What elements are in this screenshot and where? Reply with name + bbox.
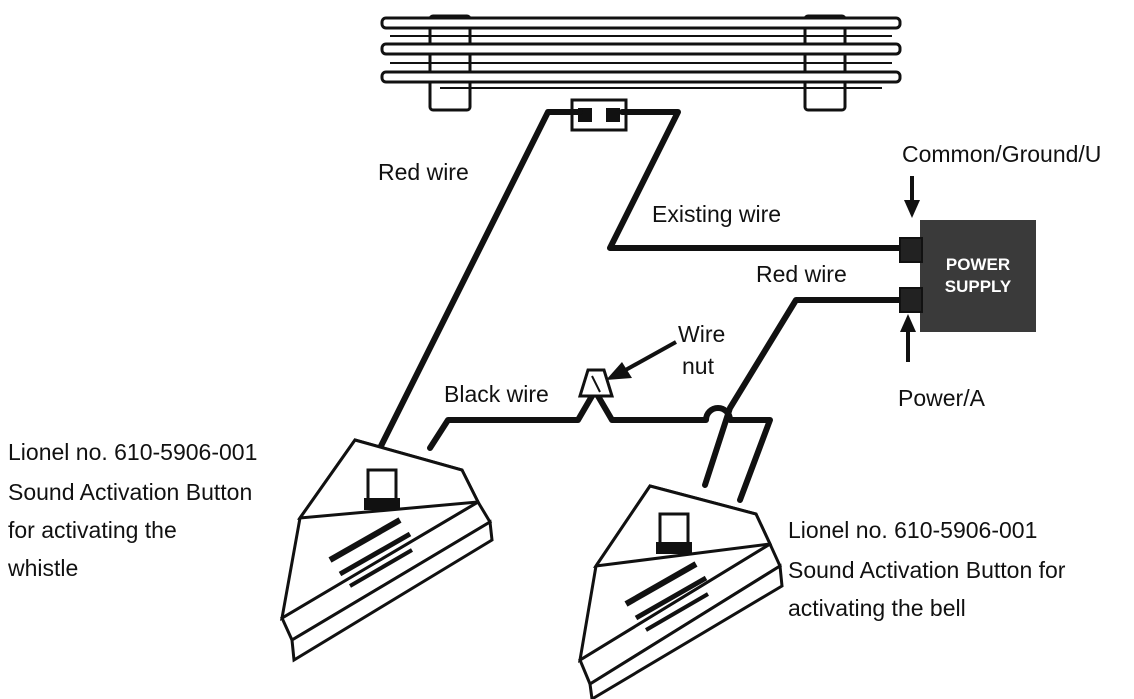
track-terminal-clip — [570, 98, 628, 132]
whistle-push-button[interactable] — [366, 468, 398, 502]
ground-terminal — [899, 237, 923, 263]
bell-button-caption-line2: Sound Activation Button for — [788, 557, 1066, 583]
wires — [377, 109, 903, 503]
red-wire-track-to-whistle — [377, 109, 583, 451]
bell-button-device — [577, 484, 784, 699]
power-supply-label-line2: SUPPLY — [945, 277, 1012, 296]
power-arrow — [900, 314, 916, 362]
bell-button-caption-line1: Lionel no. 610-5906-001 — [788, 517, 1037, 543]
black-wire-nut-to-bell — [595, 393, 773, 503]
black-wire-whistle-to-nut — [427, 393, 595, 451]
track-rails — [380, 16, 902, 89]
red-wire-track-label: Red wire — [378, 159, 469, 185]
black-wire-label: Black wire — [444, 381, 549, 407]
bell-button-caption-line3: activating the bell — [788, 595, 966, 621]
power-supply: POWER SUPPLY — [899, 220, 1036, 332]
whistle-button-caption-line2: Sound Activation Button — [8, 479, 252, 505]
labels: Red wire Existing wire Red wire Wire nut… — [7, 141, 1101, 621]
existing-wire-track-to-power — [607, 109, 903, 251]
common-ground-label: Common/Ground/U — [902, 141, 1101, 167]
existing-wire-label: Existing wire — [652, 201, 781, 227]
bell-push-button[interactable] — [658, 512, 690, 546]
power-a-label: Power/A — [898, 385, 986, 411]
wire-nut-label-line1: Wire — [678, 321, 725, 347]
whistle-button-caption-line4: whistle — [7, 555, 78, 581]
wire-nut-label-line2: nut — [682, 353, 715, 379]
wire-nut — [577, 368, 615, 398]
red-wire-power-to-bell — [702, 297, 903, 488]
power-terminal — [899, 287, 923, 313]
whistle-button-caption-line1: Lionel no. 610-5906-001 — [8, 439, 257, 465]
ground-arrow — [904, 176, 920, 218]
whistle-button-device — [279, 438, 494, 663]
whistle-button-caption-line3: for activating the — [8, 517, 177, 543]
red-wire-power-label: Red wire — [756, 261, 847, 287]
wire-nut-pointer-arrow — [606, 340, 677, 380]
power-supply-label-line1: POWER — [946, 255, 1010, 274]
